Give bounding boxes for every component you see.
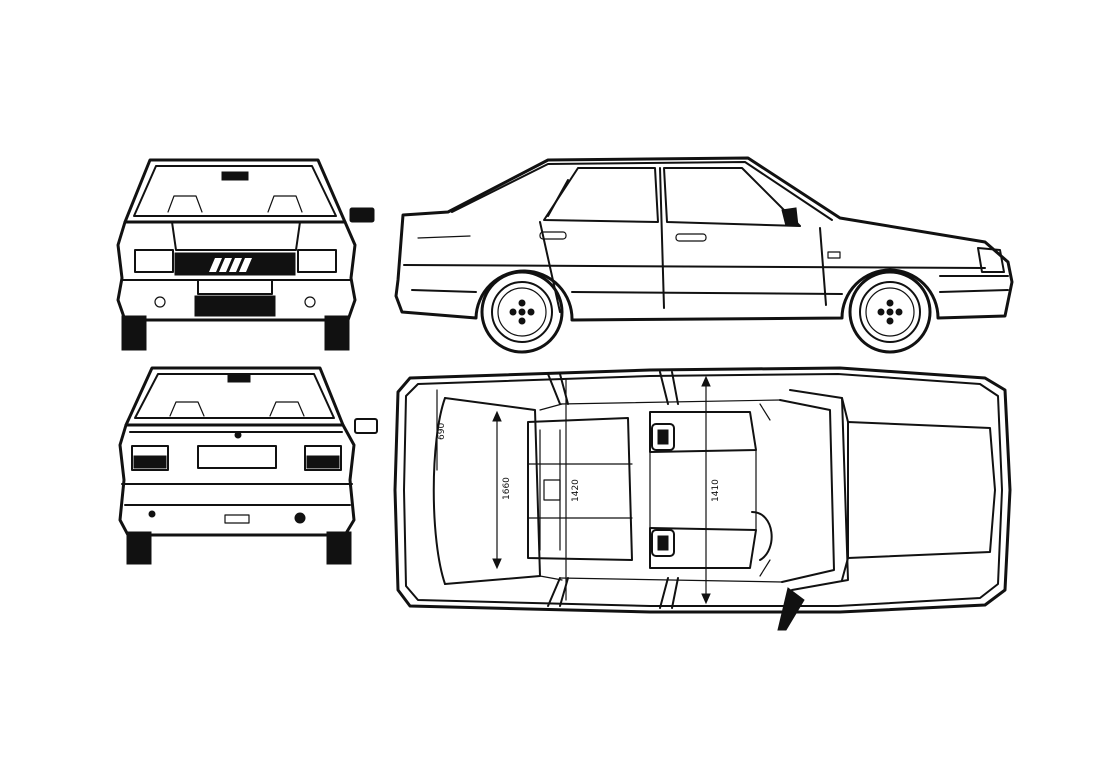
rear-view bbox=[118, 366, 378, 565]
top-view: 690 1660 1420 1410 bbox=[393, 366, 1012, 631]
dim-label-rear-seat-width: 1420 bbox=[571, 479, 581, 502]
dim-label-interior-length: 1660 bbox=[502, 477, 512, 500]
rear-wheel bbox=[480, 270, 564, 354]
front-view bbox=[116, 158, 375, 351]
dim-label-top-left: 690 bbox=[437, 423, 447, 440]
front-seat-lower bbox=[649, 511, 773, 569]
front-seat-upper bbox=[649, 411, 757, 453]
front-wheel bbox=[848, 270, 932, 354]
dim-label-front-seat-width: 1410 bbox=[711, 479, 721, 502]
side-view bbox=[394, 156, 1014, 354]
dimension-lines bbox=[436, 375, 711, 605]
